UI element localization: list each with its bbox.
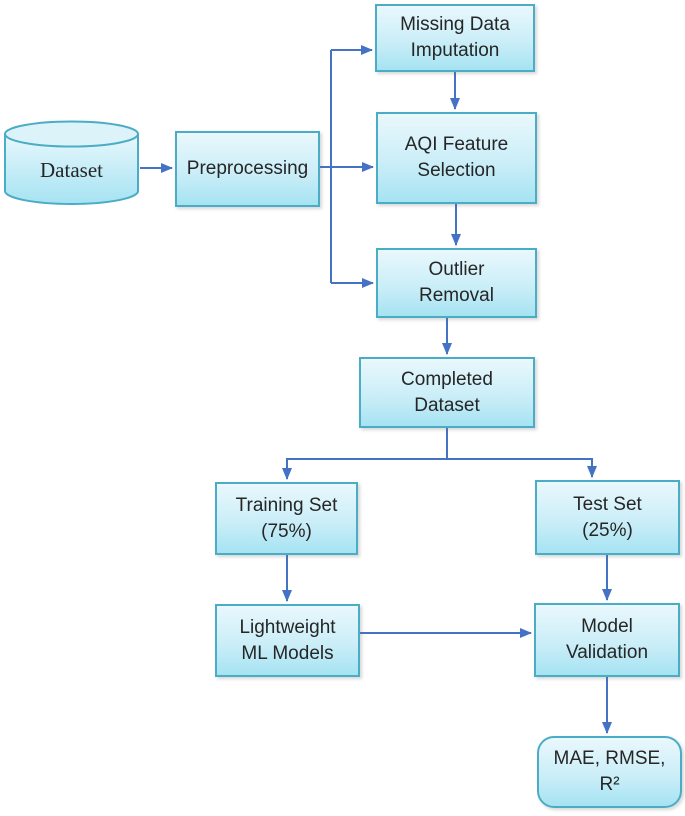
node-missing-data-imputation: Missing Data Imputation <box>375 4 535 72</box>
node-preprocessing: Preprocessing <box>175 131 320 207</box>
node-training-set: Training Set (75%) <box>215 482 358 555</box>
node-completed-dataset: Completed Dataset <box>359 357 535 428</box>
node-test-set: Test Set (25%) <box>535 480 680 555</box>
database-cylinder-icon <box>4 120 139 205</box>
node-dataset-label: Dataset <box>40 158 103 182</box>
node-outlier-removal: Outlier Removal <box>376 248 537 318</box>
node-metrics-mae-rmse-r2: MAE, RMSE, R² <box>537 736 682 808</box>
node-model-validation: Model Validation <box>534 603 680 677</box>
node-aqi-feature-selection: AQI Feature Selection <box>376 112 537 204</box>
node-dataset: Dataset <box>3 120 140 205</box>
node-lightweight-ml-models: Lightweight ML Models <box>215 604 360 677</box>
